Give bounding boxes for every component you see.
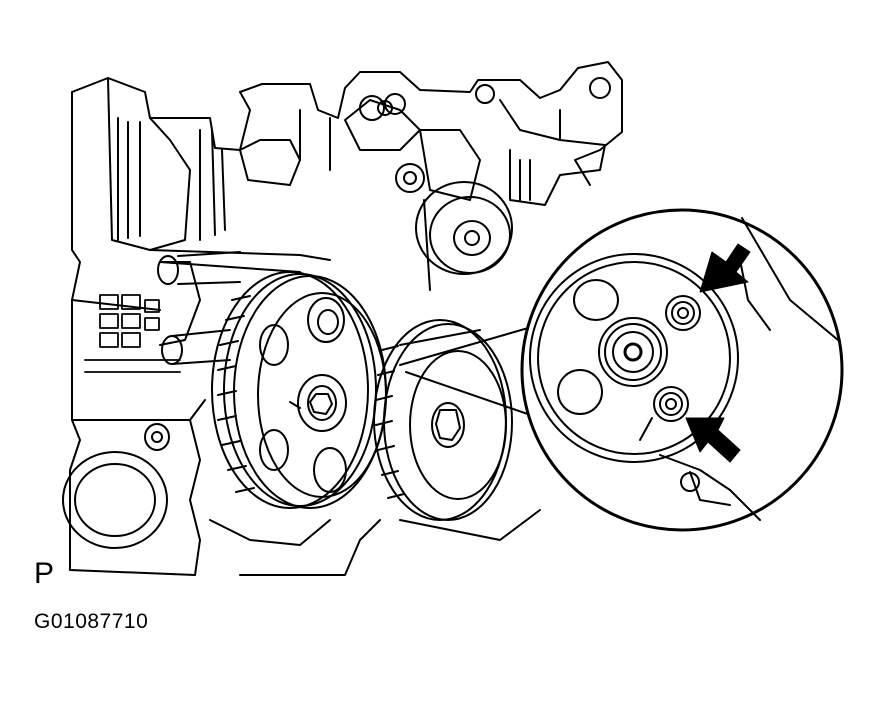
crankshaft-pulley <box>373 319 513 521</box>
engine-block <box>69 61 623 576</box>
detail-pulley-face <box>529 253 739 463</box>
housing-opening <box>62 451 168 549</box>
detail-callout <box>520 208 844 532</box>
figure-id: G01087710 <box>34 610 149 633</box>
bolt-arrow-icon <box>699 243 751 293</box>
pump-bracket <box>144 251 241 451</box>
idler-pulley <box>415 181 513 291</box>
water-pump-pulley <box>211 271 387 509</box>
bolt-arrow-icon <box>685 417 741 463</box>
view-label: P <box>34 557 55 590</box>
